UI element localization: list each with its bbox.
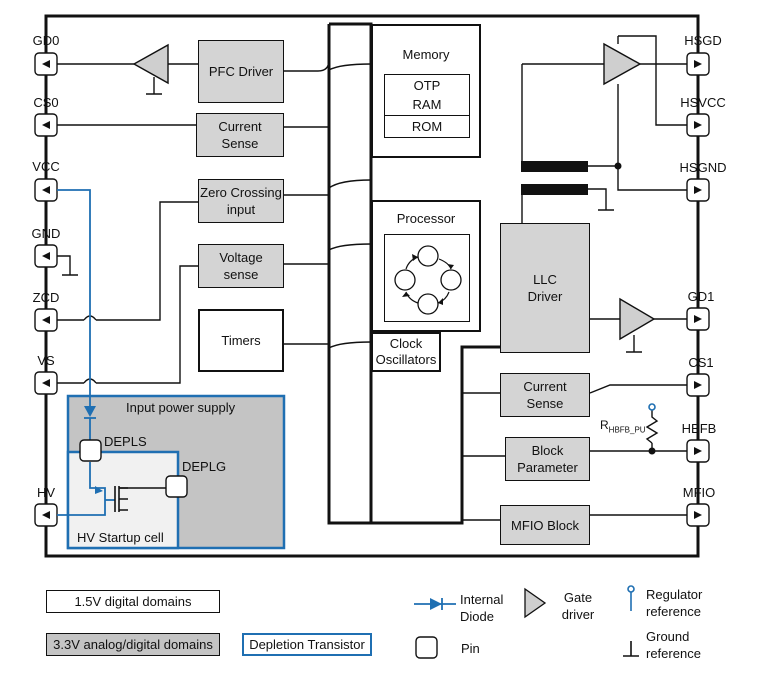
llc-driver-block: LLC Driver [500,223,590,353]
pin-vs [34,371,58,395]
depletion-transistor-icon [114,486,166,512]
mfio-block: MFIO Block [500,505,590,545]
pin-label-gnd: GND [31,226,61,241]
depls-diode-icon [84,406,96,417]
pin-gnd [34,244,58,268]
pin-hsgnd [686,178,710,202]
pin-label-mfio: MFIO [682,485,716,500]
legend-pin: Pin [461,641,480,656]
pin-hsgd [686,52,710,76]
pin-hbfb [686,439,710,463]
processor-title: Processor [396,211,456,226]
resistor-label: RHBFB_PU [600,419,646,434]
internal-bus [329,22,500,525]
zero-crossing-block: Zero Crossing input [198,179,284,223]
regulator-reference-icon [648,403,656,411]
legend-analog-33: 3.3V analog/digital domains [46,633,220,656]
processor-block: Processor [371,200,481,332]
pfc-gate-driver-icon [132,43,169,85]
voltage-sense-block: Voltage sense [198,244,284,288]
resistor-subscript: HBFB_PU [608,425,646,435]
legend-digital-15: 1.5V digital domains [46,590,220,613]
pin-label-vs: VS [37,353,55,368]
deplg-node [165,475,188,498]
pin-zcd [34,308,58,332]
pin-label-hsgnd: HSGND [679,160,727,175]
clock-oscillators-block: Clock Oscillators [371,332,441,372]
rom-cell: ROM [384,116,470,138]
block-parameter-block: Block Parameter [505,437,590,481]
pin-vcc [34,178,58,202]
legend-ground-icon [623,641,639,657]
pin-hsvcc [686,113,710,137]
pin-mfio [686,503,710,527]
pin-label-gd1: GD1 [687,289,715,304]
power-supply-title: Input power supply [126,400,236,415]
legend-depletion: Depletion Transistor [242,633,372,656]
ram-cell: RAM [384,94,470,116]
depls-node [79,439,102,462]
otp-cell: OTP [384,74,470,96]
legend-internal-diode: Internal Diode [460,592,504,624]
pin-label-hv: HV [36,485,56,500]
legend-gate-driver-icon [524,587,547,619]
level-shifter-bar-top [521,161,588,172]
pin-label-vcc: VCC [32,159,60,174]
chip-outline [44,14,700,558]
current-sense-right-block: Current Sense [500,373,590,417]
pin-hv [34,503,58,527]
resistor-symbol: R [600,418,609,432]
hv-startup-label: HV Startup cell [77,530,164,545]
pin-label-cs1: CS1 [688,355,714,370]
pfc-driver-block: PFC Driver [198,40,284,103]
legend-regulator-reference: Regulator reference [646,587,703,619]
pin-gd0 [34,52,58,76]
hv-startup-cell-region [66,450,180,550]
memory-title: Memory [402,47,450,62]
legend-pin-icon [415,636,438,659]
pin-label-gd0: GD0 [32,33,60,48]
pin-cs1 [686,373,710,397]
pin-label-cs0: CS0 [33,95,59,110]
legend-gate-driver: Gate driver [561,590,595,622]
current-sense-left-block: Current Sense [196,113,284,157]
processor-core [384,234,470,322]
pin-label-zcd: ZCD [32,290,60,305]
gd1-gate-driver-icon [619,297,656,341]
deplg-label: DEPLG [182,459,227,474]
legend-ground-reference: Ground reference [646,629,701,661]
pin-label-hsvcc: HSVCC [680,95,726,110]
depls-label: DEPLS [104,434,147,449]
level-shifter-bar-bottom [521,184,588,195]
pin-gd1 [686,307,710,331]
legend-diode-icon [430,598,442,610]
pin-label-hbfb: HBFB [681,421,717,436]
processor-state-ring [394,245,462,315]
pin-cs0 [34,113,58,137]
legend-regulator-icon [627,585,635,593]
pin-label-hsgd: HSGD [684,33,722,48]
hsgd-gate-driver-icon [603,42,642,86]
timers-block: Timers [198,309,284,372]
